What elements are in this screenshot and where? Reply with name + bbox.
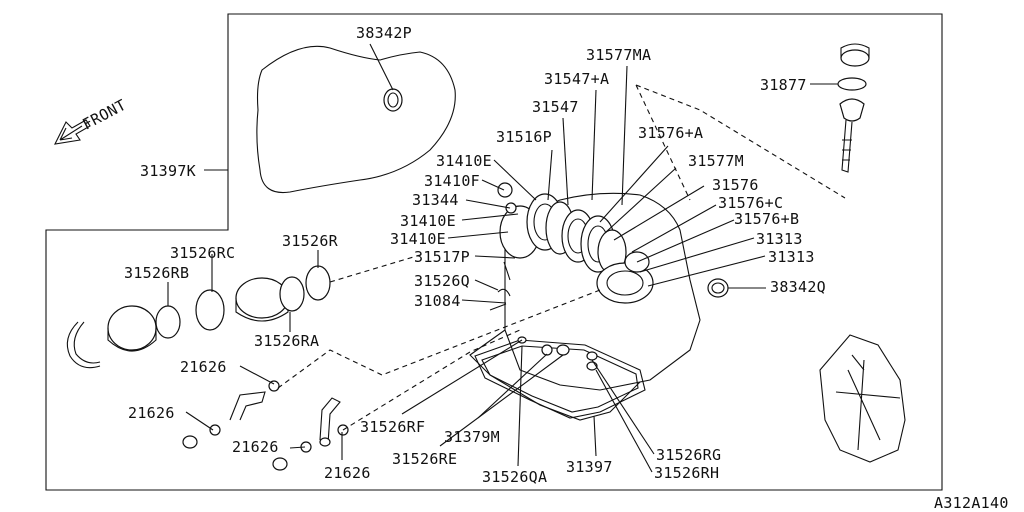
dash-line-breather: [635, 84, 846, 201]
leader-line-13: [461, 213, 519, 221]
part-label-33: 31526RG: [656, 446, 721, 464]
part-label-31: 21626: [232, 438, 279, 456]
leader-line-9: [481, 179, 505, 191]
leader-line-15: [447, 231, 509, 239]
leader-line-37: [595, 369, 653, 473]
leader-line-36: [593, 415, 597, 457]
pan-small-parts: [489, 261, 598, 371]
drawing-code: A312A140: [934, 494, 1009, 512]
part-label-1: 31577MA: [586, 46, 651, 64]
pipe-bolt-group-part: [182, 380, 349, 471]
part-label-29: 31526RF: [360, 418, 425, 436]
part-label-8: 31577M: [688, 152, 744, 170]
part-label-19: 31526RC: [170, 244, 235, 262]
leader-line-7: [493, 159, 537, 201]
dash-line-rings: [329, 254, 421, 283]
leader-lines: [167, 43, 838, 473]
dash-line-pipe: [342, 329, 521, 431]
side-cover-part: [819, 334, 906, 463]
leader-line-16: [639, 237, 755, 273]
part-label-20: 31526R: [282, 232, 339, 250]
part-label-15: 31410E: [390, 230, 446, 248]
part-label-9: 31410F: [424, 172, 480, 190]
leader-line-6: [599, 145, 669, 223]
part-label-30: 31379M: [444, 428, 500, 446]
leader-line-4: [562, 117, 569, 206]
leader-line-8: [605, 167, 677, 233]
leader-line-35: [517, 345, 523, 467]
part-label-32: 31526RE: [392, 450, 457, 468]
part-label-26: 31526RA: [254, 332, 319, 350]
leader-line-21: [474, 255, 516, 259]
part-label-12: 31576+C: [718, 194, 783, 212]
part-label-24: 38342Q: [770, 278, 826, 296]
part-label-37: 31526RH: [654, 464, 719, 482]
leader-line-0: [369, 43, 394, 91]
front-label: FRONT: [79, 96, 129, 134]
part-labels: 38342P 31577MA 31547+A 31877 31547 31516P 3157…: [124, 24, 826, 486]
leader-line-5: [547, 149, 553, 201]
dash-line-tube: [277, 289, 601, 389]
part-label-18: 31397K: [140, 162, 196, 180]
clutch-stack-part: [497, 182, 654, 304]
part-label-10: 31576: [712, 176, 759, 194]
diagram-frame: [45, 13, 943, 491]
leader-line-1: [621, 65, 628, 206]
part-label-7: 31410E: [436, 152, 492, 170]
part-label-13: 31410E: [400, 212, 456, 230]
oil-pan-31397-part: [474, 339, 646, 419]
piston-ring-group-part: [66, 265, 331, 369]
part-label-28: 21626: [128, 404, 175, 422]
leader-line-25: [461, 299, 507, 304]
part-label-3: 31877: [760, 76, 807, 94]
leader-line-30: [477, 353, 548, 419]
leader-line-10: [613, 185, 705, 241]
part-label-22: 31526RB: [124, 264, 189, 282]
leader-line-12: [631, 204, 717, 253]
part-label-27: 21626: [180, 358, 227, 376]
part-label-5: 31516P: [496, 128, 552, 146]
leader-line-33: [591, 359, 655, 455]
gasket-38342p-part: [256, 45, 456, 194]
leader-line-23: [474, 279, 499, 291]
part-label-6: 31576+A: [638, 124, 703, 142]
part-label-17: 31313: [768, 248, 815, 266]
leader-line-2: [591, 89, 597, 201]
leader-line-17: [647, 255, 766, 287]
leader-line-28: [185, 411, 214, 431]
leader-line-14: [636, 219, 735, 263]
part-label-34: 21626: [324, 464, 371, 482]
leader-line-29: [401, 339, 523, 415]
part-label-36: 31397: [566, 458, 613, 476]
part-label-16: 31313: [756, 230, 803, 248]
part-label-0: 38342P: [356, 24, 412, 42]
part-label-35: 31526QA: [482, 468, 547, 486]
part-label-14: 31576+B: [734, 210, 799, 228]
part-label-21: 31517P: [414, 248, 470, 266]
leader-line-11: [465, 199, 511, 209]
part-label-4: 31547: [532, 98, 579, 116]
part-label-11: 31344: [412, 191, 459, 209]
front-arrow-icon: [54, 119, 91, 145]
seal-38342q-part: [707, 278, 729, 298]
part-label-2: 31547+A: [544, 70, 609, 88]
leader-line-32: [439, 354, 564, 447]
part-label-25: 31084: [414, 292, 461, 310]
breather-31877-part: [837, 43, 870, 173]
part-label-23: 31526Q: [414, 272, 470, 290]
leader-line-31: [289, 446, 306, 449]
leader-line-27: [239, 365, 275, 385]
